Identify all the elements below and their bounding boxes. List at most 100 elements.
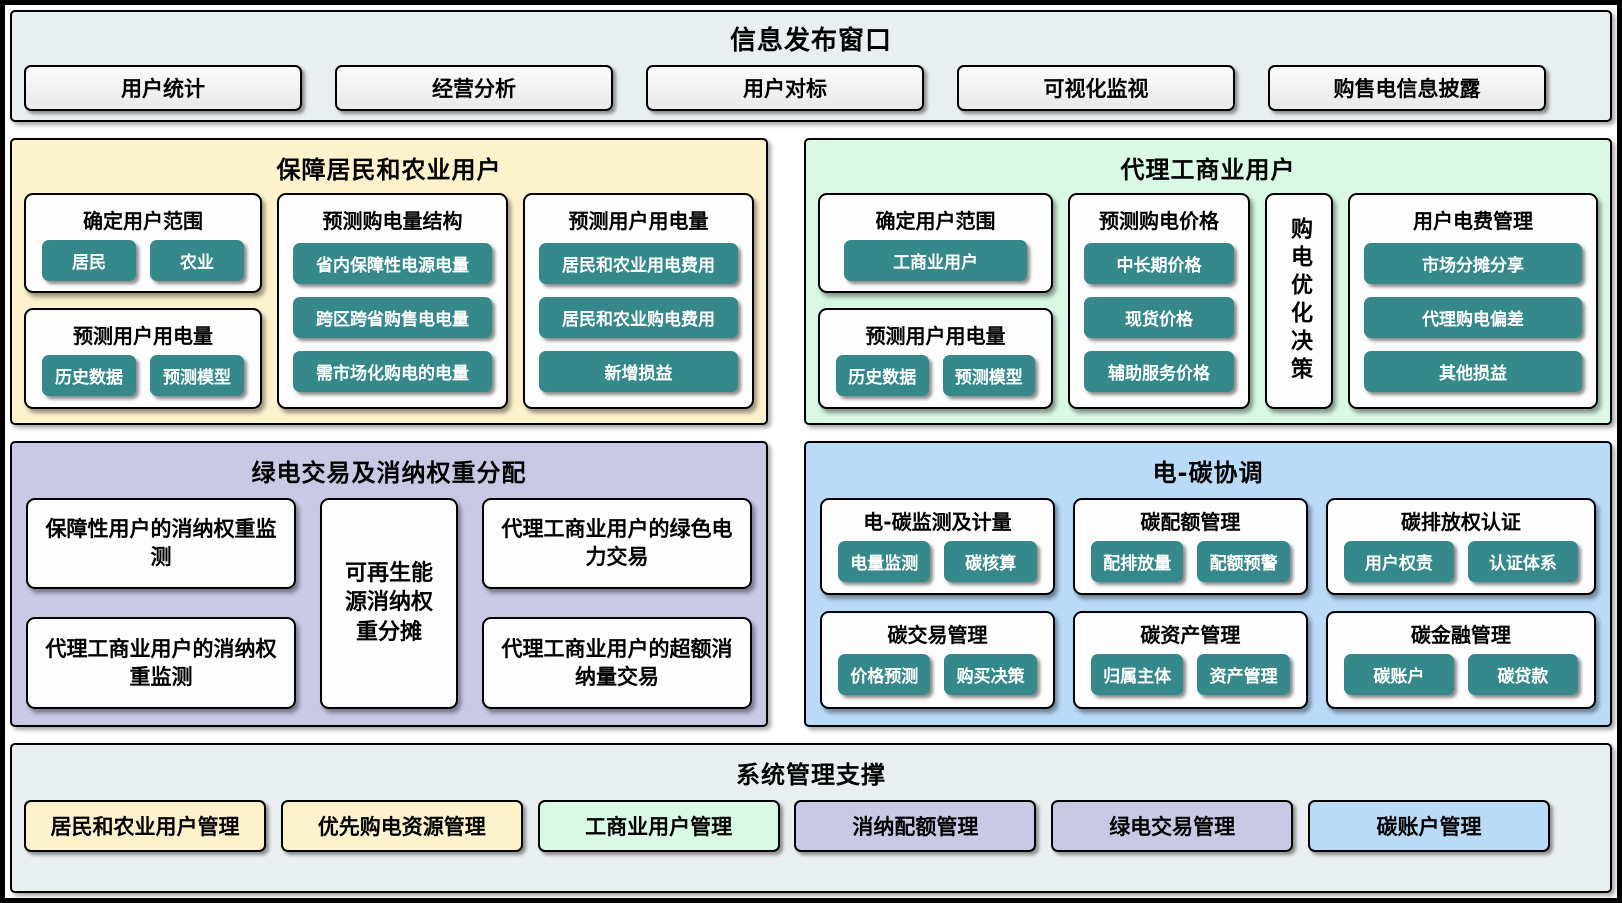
chip-spot-price[interactable]: 现货价格 xyxy=(1084,296,1234,338)
chip-certification-system[interactable]: 认证体系 xyxy=(1467,540,1578,582)
chip-mid-long-term-price[interactable]: 中长期价格 xyxy=(1084,242,1234,284)
chip-asset-management[interactable]: 资产管理 xyxy=(1197,654,1290,696)
column: 预测用户用电量 居民和农业用电费用 居民和农业购电费用 新增损益 xyxy=(523,193,754,409)
chip-new-gain-loss[interactable]: 新增损益 xyxy=(539,350,738,392)
chip-res-agri-usage-fee[interactable]: 居民和农业用电费用 xyxy=(539,242,738,284)
chip-price-forecast[interactable]: 价格预测 xyxy=(838,654,931,696)
commercial-panel: 代理工商业用户 确定用户范围 工商业用户 预测用户用电量 历史数据 预测模型 xyxy=(804,138,1612,425)
chip-industrial-commercial-users[interactable]: 工商业用户 xyxy=(844,240,1027,281)
chip-row: 价格预测 购买决策 xyxy=(832,654,1043,699)
column: 保障性用户的消纳权重监测 代理工商业用户的消纳权重监测 xyxy=(26,497,296,709)
commercial-scope-title: 确定用户范围 xyxy=(875,209,996,233)
chip-row: 用户权责 认证体系 xyxy=(1338,540,1584,586)
column: 购电优化决策 xyxy=(1265,193,1333,409)
chip-market-purchase-energy[interactable]: 需市场化购电的电量 xyxy=(293,350,492,392)
chip-ancillary-service-price[interactable]: 辅助服务价格 xyxy=(1084,350,1234,392)
info-button-row: 用户统计 经营分析 用户对标 可视化监视 购售电信息披露 xyxy=(12,63,1610,111)
carbon-quota-title: 碳配额管理 xyxy=(1140,509,1241,534)
purchase-decision-label: 购电优化决策 xyxy=(1287,216,1312,385)
chip-stack: 居民和农业用电费用 居民和农业购电费用 新增损益 xyxy=(535,240,742,397)
chip-purchase-decision[interactable]: 购买决策 xyxy=(944,654,1037,696)
commercial-usage-title: 预测用户用电量 xyxy=(865,324,1006,349)
chip-carbon-loan[interactable]: 碳贷款 xyxy=(1467,654,1578,696)
chip-carbon-accounting[interactable]: 碳核算 xyxy=(944,540,1037,582)
support-btn-residential-user-mgmt[interactable]: 居民和农业用户管理 xyxy=(24,800,266,852)
chip-forecast-model-commercial[interactable]: 预测模型 xyxy=(942,355,1035,397)
support-btn-consumption-quota-mgmt[interactable]: 消纳配额管理 xyxy=(794,800,1037,852)
carbon-trading-title: 碳交易管理 xyxy=(887,623,988,648)
support-panel: 系统管理支撑 居民和农业用户管理 优先购电资源管理 工商业用户管理 消纳配额管理… xyxy=(10,743,1612,893)
chip-provincial-guaranteed-energy[interactable]: 省内保障性电源电量 xyxy=(293,242,492,284)
user-fees-box: 预测用户用电量 居民和农业用电费用 居民和农业购电费用 新增损益 xyxy=(523,193,754,409)
column: 确定用户范围 居民 农业 预测用户用电量 历史数据 预测模型 xyxy=(24,193,262,409)
green-power-trade-box[interactable]: 代理工商业用户的绿色电力交易 xyxy=(482,497,752,590)
purchase-decision-box[interactable]: 购电优化决策 xyxy=(1265,193,1333,409)
purchase-structure-box: 预测购电量结构 省内保障性电源电量 跨区跨省购售电电量 需市场化购电的电量 xyxy=(277,193,508,409)
guaranteed-weight-monitor-box[interactable]: 保障性用户的消纳权重监测 xyxy=(26,497,296,590)
chip-agency-purchase-deviation[interactable]: 代理购电偏差 xyxy=(1364,296,1582,338)
info-btn-trade-info-disclosure[interactable]: 购售电信息披露 xyxy=(1268,65,1546,111)
column: 用户电费管理 市场分摊分享 代理购电偏差 其他损益 xyxy=(1348,193,1598,409)
carbon-finance-title: 碳金融管理 xyxy=(1410,623,1511,648)
info-btn-business-analysis[interactable]: 经营分析 xyxy=(335,65,613,111)
chip-quota-warning[interactable]: 配额预警 xyxy=(1197,540,1290,582)
support-panel-title: 系统管理支撑 xyxy=(736,761,886,789)
chip-emission-allocation[interactable]: 配排放量 xyxy=(1090,540,1184,582)
carbon-certification-title: 碳排放权认证 xyxy=(1400,509,1521,534)
chip-row: 归属主体 资产管理 xyxy=(1085,654,1296,699)
row-upper: 保障居民和农业用户 确定用户范围 居民 农业 预测用户用电量 历史数据 xyxy=(10,138,1612,425)
weight-allocation-box[interactable]: 可再生能源消纳权重分摊 xyxy=(320,497,458,709)
commercial-usage-box: 预测用户用电量 历史数据 预测模型 xyxy=(818,308,1053,409)
chip-forecast-model[interactable]: 预测模型 xyxy=(150,355,244,397)
info-panel-title: 信息发布窗口 xyxy=(729,26,892,56)
info-btn-visual-monitoring[interactable]: 可视化监视 xyxy=(957,65,1235,111)
column: 代理工商业用户的绿色电力交易 代理工商业用户的超额消纳量交易 xyxy=(482,497,752,709)
commercial-panel-title: 代理工商业用户 xyxy=(1120,156,1296,184)
chip-row: 碳账户 碳贷款 xyxy=(1338,654,1584,699)
carbon-trading-box: 碳交易管理 价格预测 购买决策 xyxy=(820,611,1055,709)
price-forecast-box: 预测购电价格 中长期价格 现货价格 辅助服务价格 xyxy=(1068,193,1250,409)
chip-historical-data[interactable]: 历史数据 xyxy=(42,355,136,397)
support-button-row: 居民和农业用户管理 优先购电资源管理 工商业用户管理 消纳配额管理 绿电交易管理… xyxy=(12,796,1610,852)
chip-ownership-entity[interactable]: 归属主体 xyxy=(1090,654,1184,696)
user-scope-box: 确定用户范围 居民 农业 xyxy=(24,193,262,294)
support-btn-priority-purchase-mgmt[interactable]: 优先购电资源管理 xyxy=(280,800,523,852)
chip-row: 历史数据 预测模型 xyxy=(830,355,1041,400)
carbon-monitoring-title: 电-碳监测及计量 xyxy=(863,509,1012,534)
commercial-scope-box: 确定用户范围 工商业用户 xyxy=(818,193,1053,294)
commercial-columns: 确定用户范围 工商业用户 预测用户用电量 历史数据 预测模型 xyxy=(806,191,1610,423)
info-btn-user-stats[interactable]: 用户统计 xyxy=(24,65,302,111)
chip-cross-region-trade-energy[interactable]: 跨区跨省购售电电量 xyxy=(293,296,492,338)
chip-resident[interactable]: 居民 xyxy=(42,240,136,281)
chip-energy-monitoring[interactable]: 电量监测 xyxy=(838,540,931,582)
purchase-structure-title: 预测购电量结构 xyxy=(322,209,463,233)
chip-user-rights[interactable]: 用户权责 xyxy=(1343,540,1454,582)
chip-historical-data-commercial[interactable]: 历史数据 xyxy=(836,355,929,397)
fee-management-box: 用户电费管理 市场分摊分享 代理购电偏差 其他损益 xyxy=(1348,193,1598,409)
chip-res-agri-purchase-fee[interactable]: 居民和农业购电费用 xyxy=(539,296,738,338)
forecast-usage-box: 预测用户用电量 历史数据 预测模型 xyxy=(24,308,262,409)
carbon-grid: 电-碳监测及计量 电量监测 碳核算 碳配额管理 配排放量 配额预警 碳排放权认证 xyxy=(806,494,1610,726)
support-btn-commercial-user-mgmt[interactable]: 工商业用户管理 xyxy=(537,800,780,852)
support-btn-carbon-account-mgmt[interactable]: 碳账户管理 xyxy=(1307,800,1550,852)
support-btn-green-trade-mgmt[interactable]: 绿电交易管理 xyxy=(1051,800,1294,852)
fee-management-title: 用户电费管理 xyxy=(1413,209,1533,233)
forecast-usage-title: 预测用户用电量 xyxy=(73,324,213,349)
info-publish-panel: 信息发布窗口 用户统计 经营分析 用户对标 可视化监视 购售电信息披露 xyxy=(10,10,1612,122)
chip-agriculture[interactable]: 农业 xyxy=(150,240,244,281)
chip-market-share-allocation[interactable]: 市场分摊分享 xyxy=(1364,242,1582,284)
user-fees-title: 预测用户用电量 xyxy=(568,209,709,233)
chip-row: 工商业用户 xyxy=(830,240,1041,285)
column: 预测购电量结构 省内保障性电源电量 跨区跨省购售电电量 需市场化购电的电量 xyxy=(277,193,508,409)
carbon-asset-title: 碳资产管理 xyxy=(1140,623,1241,648)
price-forecast-title: 预测购电价格 xyxy=(1099,209,1219,233)
chip-carbon-account[interactable]: 碳账户 xyxy=(1343,654,1454,696)
chip-row: 居民 农业 xyxy=(36,240,250,285)
chip-row: 电量监测 碳核算 xyxy=(832,540,1043,586)
agency-weight-monitor-box[interactable]: 代理工商业用户的消纳权重监测 xyxy=(26,617,296,709)
chip-other-gain-loss[interactable]: 其他损益 xyxy=(1364,350,1582,392)
info-btn-user-benchmarking[interactable]: 用户对标 xyxy=(646,65,924,111)
chip-row: 历史数据 预测模型 xyxy=(36,355,250,400)
excess-consumption-trade-box[interactable]: 代理工商业用户的超额消纳量交易 xyxy=(482,617,752,709)
